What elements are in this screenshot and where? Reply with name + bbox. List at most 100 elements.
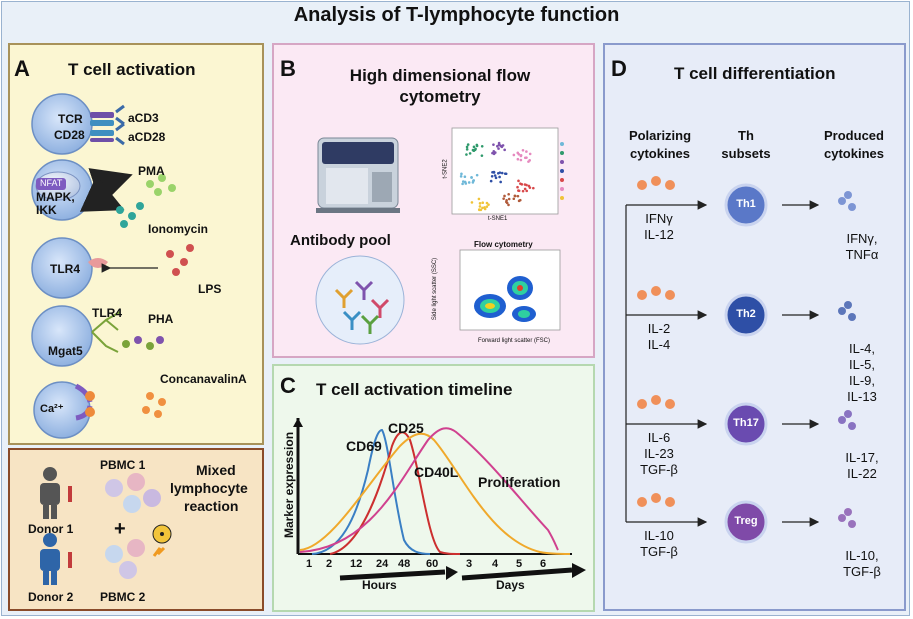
donor1-icon [40, 467, 72, 519]
tsne-x-label: t-SNE1 [488, 216, 508, 222]
col-subsets-line2: subsets [721, 146, 771, 161]
tsne-point [461, 182, 464, 186]
curve-cd40l [299, 432, 571, 555]
tsne-point [478, 205, 482, 208]
antibody-pool-label: Antibody pool [290, 232, 391, 249]
tsne-point [472, 145, 476, 149]
label-ca: Ca²⁺ [40, 403, 64, 415]
polarizing-cytokine-dot [637, 497, 647, 507]
timeline-y-label: Marker expression [282, 431, 296, 539]
ligand-dot [116, 206, 124, 214]
produced-cytokine: IL-5, [848, 357, 875, 372]
polarizing-cytokine: TGF-β [640, 462, 678, 477]
col-polarizing-line1: Polarizing [628, 128, 692, 143]
ligand-dot [154, 410, 162, 418]
mlr-title-line2: lymphocyte [170, 480, 248, 496]
mlr-title-line1: Mixed [196, 462, 236, 478]
day-tick-5: 5 [516, 558, 523, 570]
subset-cell-th2 [724, 293, 768, 337]
polarizing-cytokine-dot [665, 399, 675, 409]
col-subsets-line1: Th [738, 128, 754, 143]
tsne-point [497, 147, 500, 150]
polarizing-cytokine-dot [651, 286, 661, 296]
hour-tick-48: 48 [398, 558, 411, 570]
tsne-point [459, 175, 463, 178]
polarizing-cytokine-dot [651, 176, 661, 186]
polarizing-cytokine-dot [637, 180, 647, 190]
flow-ssc-label: Side light scatter (SSC) [432, 257, 439, 321]
label-tcr: TCR [58, 112, 83, 126]
polarizing-cytokine-dot [637, 399, 647, 409]
tsne-point [494, 176, 498, 180]
tsne-point [521, 189, 525, 193]
cell-tcr [31, 93, 125, 155]
day-tick-6: 6 [540, 558, 547, 570]
tsne-point [517, 189, 521, 193]
label-tlr4: TLR4 [50, 262, 80, 276]
tsne-point [477, 197, 481, 201]
figure-title: Analysis of T-lymphocyte function [293, 4, 620, 26]
produced-cytokine-dot [838, 514, 846, 522]
ligand-dot [120, 220, 128, 228]
subset-cell-th17 [724, 402, 768, 446]
panel-b-letter: B [280, 56, 296, 81]
curve-cd25 [329, 431, 461, 555]
tsne-point [473, 148, 477, 152]
cell-nfat [31, 159, 133, 221]
tsne-point [460, 172, 463, 176]
series-label-cd69: CD69 [346, 438, 382, 454]
label-conA: ConcanavalinA [160, 372, 247, 386]
series-label-cd25: CD25 [388, 420, 424, 436]
timeline-hours-label: Hours [362, 578, 397, 592]
timeline-days-label: Days [496, 578, 525, 592]
tsne-point [498, 175, 501, 179]
tsne-point [471, 148, 475, 152]
polarizing-cytokine-dot [665, 180, 675, 190]
tsne-point [480, 154, 484, 157]
flow-density-plot [459, 249, 561, 331]
panel-d-title: T cell differentiation [674, 64, 836, 83]
tsne-point [492, 143, 495, 146]
produced-cytokine-dot [844, 301, 852, 309]
ligand-dot [146, 342, 154, 350]
ligand-dot [146, 392, 154, 400]
subset-label-th17: Th17 [733, 417, 759, 429]
label-pbmc2: PBMC 2 [100, 590, 146, 604]
produced-cytokine-dot [848, 203, 856, 211]
tsne-point [497, 141, 501, 145]
tsne-point [519, 153, 523, 157]
ligand-dot [146, 180, 154, 188]
produced-cytokine: TNFα [845, 247, 879, 262]
subset-cell-treg [724, 500, 768, 544]
produced-cytokine: IL-9, [848, 373, 875, 388]
ligand-dot [172, 268, 180, 276]
polarizing-cytokine: IL-4 [647, 337, 671, 352]
tsne-point [525, 156, 528, 159]
tsne-point [512, 197, 516, 201]
ligand-dot [136, 202, 144, 210]
produced-cytokine: IL-13 [847, 389, 877, 404]
tsne-point [528, 159, 531, 162]
ligand-dot [128, 212, 136, 220]
ligand-dot [168, 184, 176, 192]
label-pha: PHA [148, 312, 174, 326]
polarizing-cytokine-dot [637, 290, 647, 300]
tsne-point [505, 201, 509, 205]
subset-label-th2: Th2 [736, 308, 756, 320]
pbmc2-cells [105, 539, 145, 579]
tsne-point [485, 205, 489, 208]
polarizing-cytokine-dot [665, 290, 675, 300]
polarizing-cytokine: IL-6 [647, 430, 671, 445]
label-lps: LPS [198, 282, 222, 296]
tsne-point [468, 152, 472, 155]
polarizing-cytokine: IL-12 [644, 227, 674, 242]
differentiation-rows [626, 176, 856, 544]
ligand-dot [186, 244, 194, 252]
tsne-point [500, 171, 504, 175]
panel-b-title-line1: High dimensional flow [349, 66, 531, 85]
produced-cytokine-dot [844, 410, 852, 418]
polarizing-cytokine-dot [651, 493, 661, 503]
tsne-y-label: t-SNE2 [442, 159, 449, 179]
label-nfat: NFAT [40, 178, 63, 188]
produced-cytokine-dot [844, 508, 852, 516]
